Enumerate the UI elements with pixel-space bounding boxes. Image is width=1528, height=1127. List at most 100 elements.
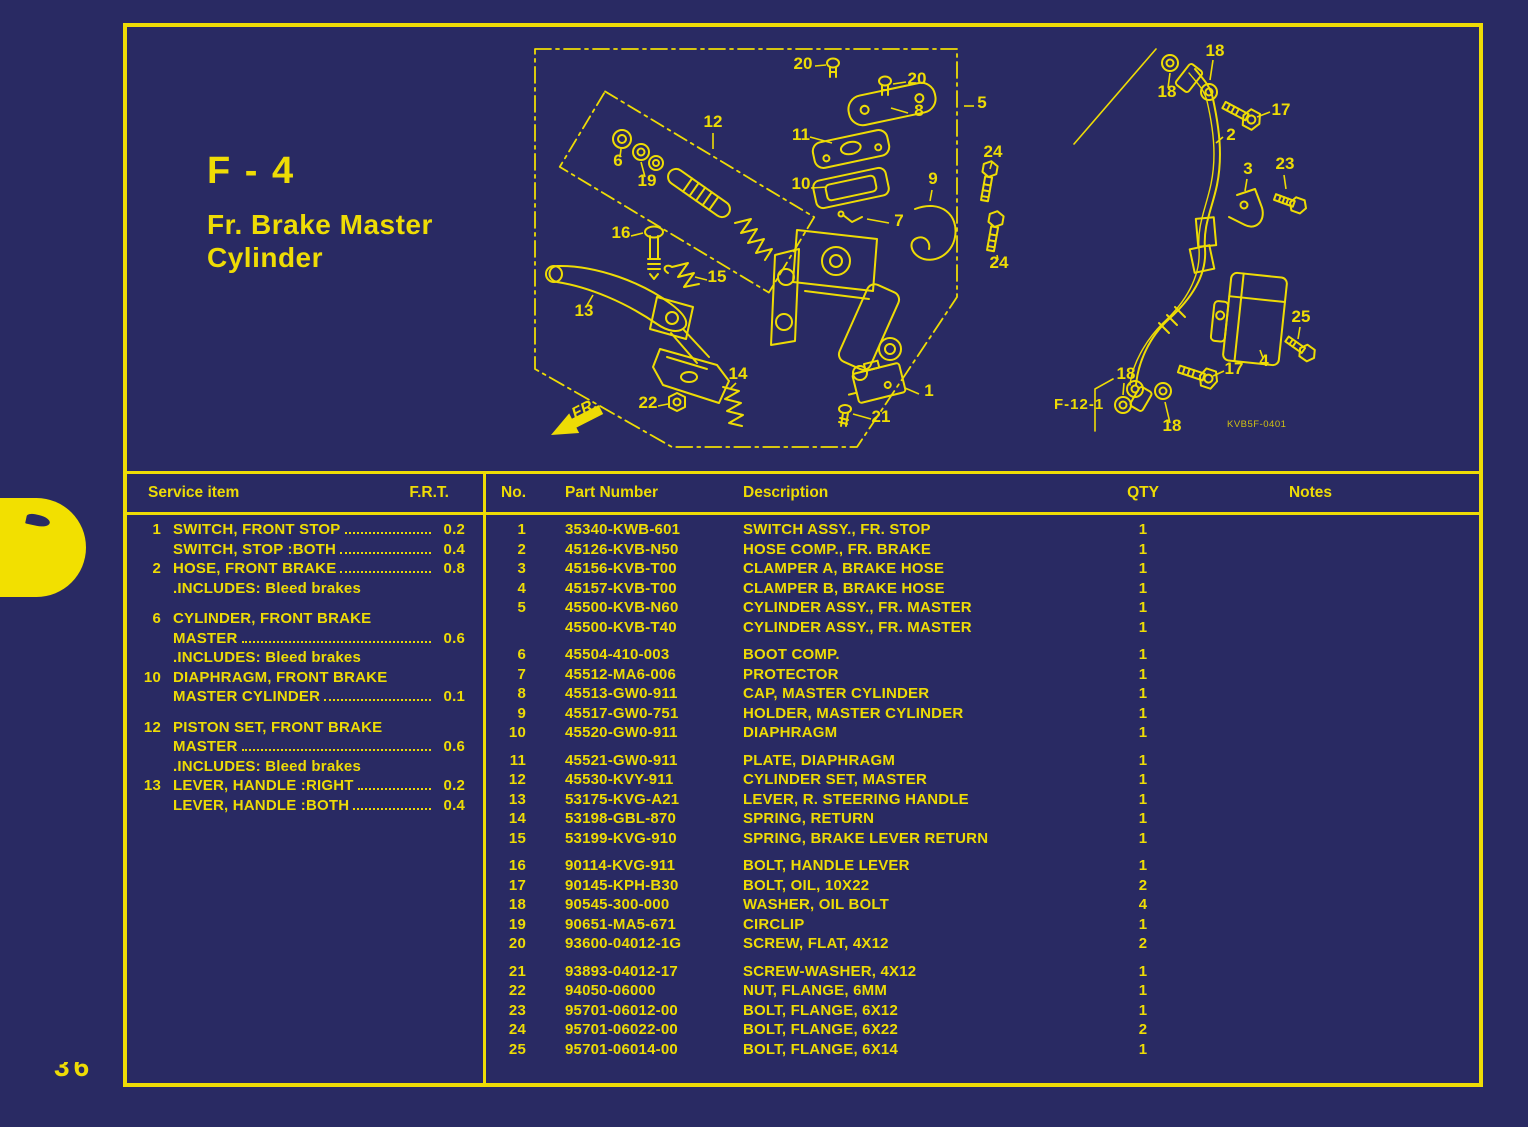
part-description: PLATE, DIAPHRAGM (743, 751, 896, 769)
diagram-callout: 25 (1292, 307, 1311, 326)
part-qty: 1 (1138, 1001, 1148, 1019)
service-item-number: 6 (152, 610, 161, 627)
service-item-text: PISTON SET, FRONT BRAKE (173, 718, 383, 736)
parts-table-spacer (486, 638, 1479, 646)
parts-table-spacer (486, 744, 1479, 752)
part-no: 21 (508, 962, 526, 980)
part-description: CYLINDER SET, MASTER (743, 771, 928, 788)
part-description: CAP, MASTER CYLINDER (743, 685, 930, 702)
service-item-text: MASTER (173, 738, 238, 755)
part-qty: 1 (1138, 810, 1148, 827)
diagram-callout: 15 (708, 267, 727, 286)
diagram-callout: 6 (613, 151, 622, 170)
frt-value: 0.4 (443, 540, 465, 558)
service-table-spacer (127, 599, 483, 610)
diagram-callout: 24 (990, 253, 1009, 272)
dot-leader (340, 551, 431, 554)
part-no: 11 (509, 751, 526, 769)
part-qty: 1 (1138, 685, 1148, 702)
part-number: 45157-KVB-T00 (565, 579, 677, 597)
diagram-callout: 3 (1243, 159, 1252, 178)
part-qty: 2 (1138, 876, 1148, 894)
fr-direction-arrow (551, 405, 604, 435)
page-number: 36 (54, 1062, 94, 1082)
part-number: 90545-300-000 (565, 896, 670, 913)
frt-value: 0.6 (443, 629, 465, 647)
part-qty: 2 (1138, 935, 1148, 952)
part-no: 4 (517, 579, 526, 597)
part-description: HOLDER, MASTER CYLINDER (743, 704, 964, 722)
diagram-callout: 16 (612, 223, 631, 242)
part-number-header: Part Number (565, 484, 659, 501)
service-row: .INCLUDES: Bleed brakes (127, 580, 483, 600)
part-qty: 1 (1138, 857, 1148, 874)
part-qty: 1 (1138, 771, 1148, 788)
page-edge-tab[interactable] (0, 498, 86, 597)
doc-code: KVB5F-0401 (1227, 419, 1286, 430)
part-description: BOLT, FLANGE, 6X22 (743, 1021, 899, 1038)
part-number: 53175-KVG-A21 (565, 790, 680, 808)
frt-value: 0.2 (443, 777, 465, 794)
service-item-text: .INCLUDES: Bleed brakes (173, 579, 361, 597)
section-code: F - 4 (207, 150, 296, 192)
part-no: 17 (508, 876, 526, 894)
exploded-diagram: FR. F-12-1 KVB5F-0401 202081211619105924… (534, 41, 1316, 448)
part-qty: 1 (1138, 962, 1148, 980)
diagram-callout: 20 (794, 54, 813, 73)
service-item-header: Service item (148, 484, 240, 501)
part-number: 93893-04012-17 (565, 962, 678, 980)
part-no: 13 (508, 790, 526, 808)
part-no: 20 (508, 935, 526, 952)
fr-label: FR. (569, 396, 600, 423)
diagram-callout: 17 (1225, 359, 1244, 378)
part-qty: 1 (1138, 1040, 1148, 1058)
service-item-text: .INCLUDES: Bleed brakes (173, 649, 361, 666)
part-number: 35340-KWB-601 (565, 521, 681, 538)
part-description: PROTECTOR (743, 665, 839, 683)
diagram-callout: 12 (704, 112, 723, 131)
part-no: 25 (508, 1040, 526, 1058)
part-qty: 2 (1138, 1021, 1148, 1038)
part-number: 45521-GW0-911 (565, 751, 678, 769)
diagram-callout: 22 (639, 393, 658, 412)
part-qty: 1 (1138, 579, 1148, 597)
part-qty: 1 (1138, 599, 1148, 616)
dot-leader (344, 532, 431, 534)
service-item-text: SWITCH, FRONT STOP (173, 521, 341, 538)
diagram-callout: 7 (894, 211, 903, 230)
parts-table-header: No. Part Number Description QTY Notes (486, 474, 1479, 515)
part-qty: 1 (1138, 915, 1148, 933)
section-title-line2: Cylinder (207, 241, 324, 273)
part-description: SCREW, FLAT, 4X12 (743, 935, 889, 952)
part-number: 95701-06012-00 (565, 1001, 678, 1019)
part-no: 18 (508, 896, 526, 913)
